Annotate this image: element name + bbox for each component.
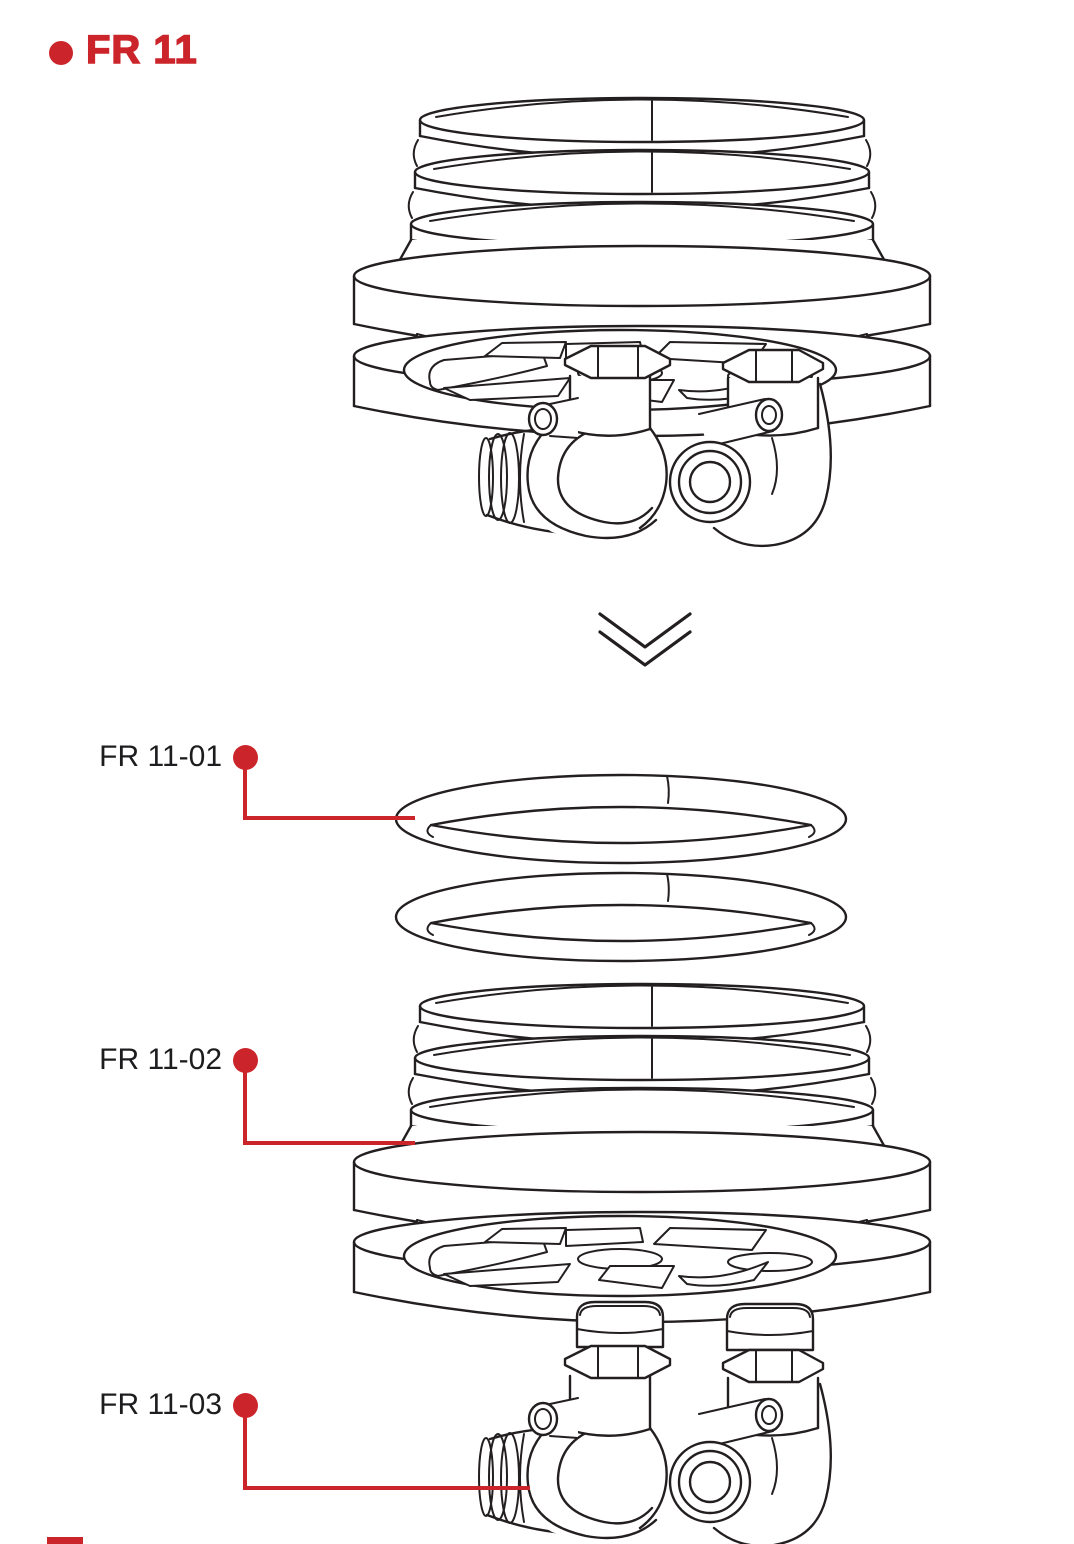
page-title: FR 11 — [85, 28, 198, 72]
leader-line-vertical-fr11-02 — [243, 1060, 247, 1145]
callout-dot-fr11-02 — [233, 1048, 258, 1073]
leader-line-vertical-fr11-03 — [243, 1405, 247, 1490]
page-corner-mark — [47, 1537, 83, 1544]
part-label-fr11-03: FR 11-03 — [99, 1388, 222, 1421]
leader-line-horizontal-fr11-03 — [243, 1486, 530, 1490]
leader-line-vertical-fr11-01 — [243, 757, 247, 820]
elbow-connectors-drawing — [477, 1300, 832, 1544]
part-label-fr11-02: FR 11-02 — [99, 1043, 222, 1076]
down-chevron-icon — [598, 612, 692, 667]
leader-line-horizontal-fr11-02 — [243, 1141, 415, 1145]
oring-seals-drawing — [394, 773, 848, 963]
assembled-unit-drawing — [352, 96, 932, 548]
leader-line-horizontal-fr11-01 — [243, 816, 415, 820]
callout-dot-fr11-03 — [233, 1393, 258, 1418]
brand-bullet-icon — [49, 41, 73, 65]
part-label-fr11-01: FR 11-01 — [99, 740, 222, 773]
callout-dot-fr11-01 — [233, 745, 258, 770]
